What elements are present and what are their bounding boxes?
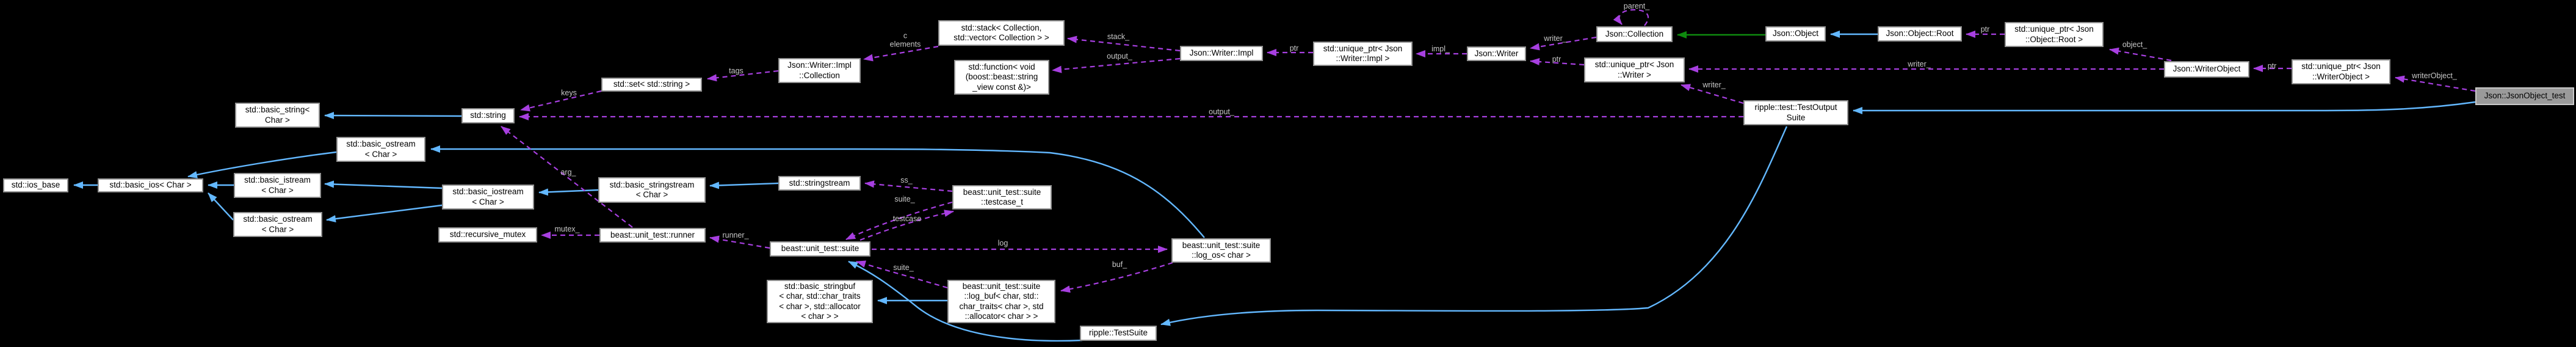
- edge-label: mutex_: [554, 225, 580, 234]
- inheritance-edge: [324, 180, 443, 189]
- usage-edge: [856, 260, 948, 289]
- edge-label: tags: [729, 67, 743, 76]
- edge-label: ptr: [2267, 62, 2277, 71]
- class-node-uptr-writer[interactable]: std::unique_ptr< Json ::Writer >: [1584, 57, 1685, 82]
- usage-edge: [709, 235, 770, 249]
- class-node-std-basic-istream[interactable]: std::basic_istream < Char >: [234, 173, 321, 198]
- class-node-json-writerobject[interactable]: Json::WriterObject: [2164, 61, 2249, 78]
- usage-edge: [1052, 57, 1181, 73]
- class-node-std-basic-iostream[interactable]: std::basic_iostream < Char >: [442, 184, 534, 210]
- edge-label: output_: [1107, 52, 1132, 61]
- edge-label: ss_: [900, 176, 913, 185]
- class-node-beast-testcase-t[interactable]: beast::unit_test::suite ::testcase_t: [952, 185, 1052, 210]
- class-node-json-writer-impl-collection[interactable]: Json::Writer::Impl ::Collection: [778, 58, 861, 83]
- class-node-ripple-testsuite[interactable]: ripple::TestSuite: [1080, 326, 1157, 341]
- edge-label: runner_: [722, 231, 749, 240]
- edge-label: c elements: [889, 31, 921, 48]
- class-node-beast-suite[interactable]: beast::unit_test::suite: [770, 241, 870, 257]
- usage-edge: [859, 210, 954, 241]
- edge-label: output_: [1209, 108, 1234, 117]
- edge-label: testcase: [892, 214, 922, 224]
- edge-label: ptr: [1552, 55, 1561, 64]
- usage-edge: [864, 180, 953, 192]
- class-node-std-basic-stringstream[interactable]: std::basic_stringstream < Char >: [598, 177, 706, 203]
- usage-edge: [1530, 36, 1597, 51]
- usage-edge: [863, 45, 939, 62]
- edge-label: writer_: [1908, 60, 1931, 69]
- edge-label: writer_: [1702, 81, 1726, 90]
- class-node-std-string[interactable]: std::string: [461, 108, 515, 123]
- class-node-std-ios-base[interactable]: std::ios_base: [3, 178, 68, 192]
- usage-edge: [501, 126, 633, 228]
- edge-label: ptr: [1980, 25, 1990, 34]
- edge-label: writer_: [1544, 34, 1567, 43]
- usage-edge: [520, 90, 602, 112]
- class-node-beast-log-os[interactable]: beast::unit_test::suite ::log_os< char >: [1171, 238, 1271, 263]
- class-node-std-basic-string[interactable]: std::basic_string< Char >: [235, 103, 320, 128]
- class-node-uptr-object-root[interactable]: std::unique_ptr< Json ::Object::Root >: [2005, 22, 2104, 47]
- edge-label: buf_: [1112, 260, 1127, 269]
- class-node-beast-log-buf[interactable]: beast::unit_test::suite ::log_buf< char,…: [947, 280, 1055, 323]
- edge-label: writerObject_: [2412, 71, 2457, 81]
- class-node-ripple-testoutputsuite[interactable]: ripple::test::TestOutput Suite: [1743, 100, 1848, 125]
- class-node-std-stringstream[interactable]: std::stringstream: [778, 176, 861, 191]
- usage-edge: [1681, 84, 1744, 104]
- edge-label: suite_: [893, 263, 914, 272]
- inheritance-edge: [326, 204, 443, 223]
- edge-label: log: [997, 239, 1008, 248]
- class-node-std-recursive-mutex[interactable]: std::recursive_mutex: [438, 227, 537, 243]
- inheritance-edge: [430, 145, 1205, 238]
- inheritance-edge: [187, 151, 337, 178]
- usage-edge: [1060, 261, 1173, 293]
- edge-label: arg_: [560, 168, 576, 177]
- class-node-std-basic-stringbuf[interactable]: std::basic_stringbuf < char, std::char_t…: [767, 280, 873, 323]
- class-node-uptr-writerobject[interactable]: std::unique_ptr< Json ::WriterObject >: [2292, 59, 2390, 84]
- class-node-beast-runner[interactable]: beast::unit_test::runner: [599, 228, 706, 243]
- edge-label: suite_: [894, 195, 915, 204]
- class-node-json-object[interactable]: Json::Object: [1765, 26, 1826, 42]
- class-node-uptr-writer-impl[interactable]: std::unique_ptr< Json ::Writer::Impl >: [1313, 42, 1413, 66]
- edge-label: impl_: [1431, 45, 1450, 54]
- inheritance-edge: [1853, 101, 2476, 114]
- class-node-json-collection[interactable]: Json::Collection: [1596, 26, 1673, 42]
- usage-edge: [1530, 58, 1585, 66]
- inheritance-edge: [848, 260, 1083, 342]
- usage-edge: [1613, 9, 1649, 26]
- class-node-json-object-root[interactable]: Json::Object::Root: [1878, 26, 1962, 42]
- class-node-json-writer-impl[interactable]: Json::Writer::Impl: [1180, 46, 1263, 61]
- edge-label: parent_: [1623, 2, 1650, 11]
- edge-label: object_: [2122, 40, 2147, 49]
- class-node-std-function[interactable]: std::function< void (boost::beast::strin…: [954, 60, 1049, 95]
- class-node-std-stack[interactable]: std::stack< Collection, std::vector< Col…: [938, 20, 1065, 46]
- class-node-std-basic-ostream-upper[interactable]: std::basic_ostream < Char >: [336, 137, 425, 162]
- class-node-std-basic-ios[interactable]: std::basic_ios< Char >: [98, 178, 203, 192]
- inheritance-edge: [1160, 126, 1788, 326]
- edge-label: stack_: [1107, 32, 1130, 42]
- class-node-json-writer[interactable]: Json::Writer: [1467, 46, 1526, 61]
- inheritance-edge: [208, 192, 234, 221]
- class-node-std-set[interactable]: std::set< std::string >: [601, 78, 702, 92]
- inheritance-edge: [324, 112, 462, 120]
- class-node-json-jsonobject-test: Json::JsonObject_test: [2475, 87, 2574, 105]
- edge-label: keys: [561, 89, 577, 98]
- usage-edge: [1067, 35, 1181, 52]
- class-node-std-basic-ostream-lower[interactable]: std::basic_ostream < Char >: [233, 212, 322, 237]
- inheritance-edge: [709, 181, 779, 189]
- edge-label: ptr: [1289, 44, 1299, 53]
- usage-edge: [2109, 47, 2172, 62]
- inheritance-edge: [538, 188, 599, 196]
- usage-edge: [707, 70, 779, 82]
